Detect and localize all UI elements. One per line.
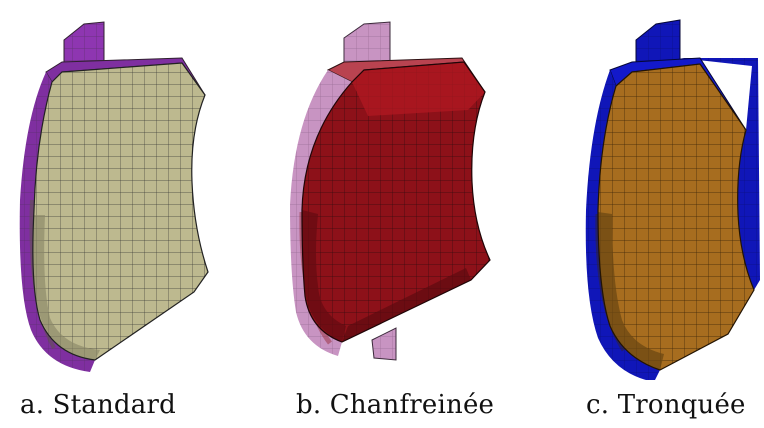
standard-brake-pad-mesh bbox=[19, 21, 209, 372]
caption-standard: a. Standard bbox=[20, 390, 176, 420]
chamfered-brake-pad-mesh bbox=[290, 21, 491, 361]
caption-truncated: c. Tronquée bbox=[586, 390, 746, 420]
panel-standard: a. Standard bbox=[0, 0, 250, 428]
panel-truncated: c. Tronquée bbox=[540, 0, 764, 428]
panel-chamfered: b. Chanfreinée bbox=[260, 0, 510, 428]
truncated-brake-pad-mesh bbox=[585, 19, 760, 380]
caption-chamfered: b. Chanfreinée bbox=[296, 390, 495, 420]
